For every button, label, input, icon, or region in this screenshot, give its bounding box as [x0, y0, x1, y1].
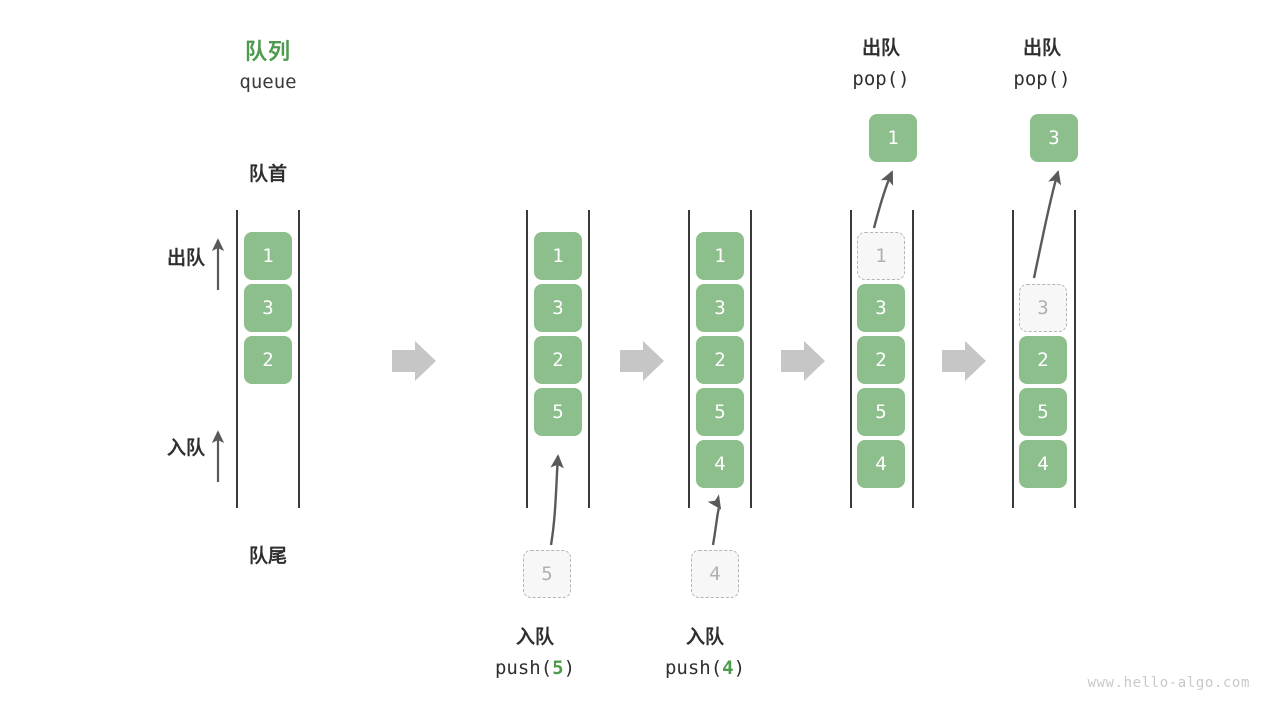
step-arrow-3 [781, 341, 825, 381]
queue-rear-label: 队尾 [248, 545, 287, 567]
popped-value-box: 3 [1030, 114, 1078, 162]
rail-right [750, 210, 752, 508]
step-arrow-1 [392, 341, 436, 381]
queue-cell: 1 [696, 232, 744, 280]
step-arrow-4 [942, 341, 986, 381]
queue-front-label: 队首 [248, 163, 287, 185]
queue-cell: 4 [857, 440, 905, 488]
rail-right [588, 210, 590, 508]
queue-cell-ghost: 1 [857, 232, 905, 280]
pop-label-cn: 出队 [861, 37, 900, 59]
queue-cell: 2 [696, 336, 744, 384]
rail-left [850, 210, 852, 508]
incoming-value-box: 4 [691, 550, 739, 598]
queue-cell: 1 [244, 232, 292, 280]
push-4-arrow [707, 494, 722, 546]
queue-title-en: queue [239, 71, 297, 93]
queue-cell: 2 [534, 336, 582, 384]
queue-cell: 2 [1019, 336, 1067, 384]
queue-cell: 3 [696, 284, 744, 332]
push-code-pre: push( [664, 657, 723, 679]
watermark: www.hello-algo.com [1087, 675, 1250, 691]
queue-cell: 3 [857, 284, 905, 332]
rail-left [236, 210, 238, 508]
pop-label-code: pop() [1013, 68, 1071, 90]
queue-cell: 4 [1019, 440, 1067, 488]
pop-3-arrow [1032, 170, 1062, 279]
queue-title-cn: 队列 [244, 40, 291, 65]
queue-cell: 4 [696, 440, 744, 488]
rail-right [912, 210, 914, 508]
push-code-num: 4 [722, 657, 734, 679]
rail-left [688, 210, 690, 508]
rail-left [1012, 210, 1014, 508]
queue-cell: 2 [244, 336, 292, 384]
queue-cell: 5 [696, 388, 744, 436]
popped-value-box: 1 [869, 114, 917, 162]
queue-cell-ghost: 3 [1019, 284, 1067, 332]
push-code-post: ) [563, 657, 576, 679]
queue-cell: 5 [534, 388, 582, 436]
push-code-pre: push( [494, 657, 553, 679]
queue-cell: 3 [244, 284, 292, 332]
pop-1-arrow [872, 170, 894, 229]
push-caption-code: push(4) [625, 657, 785, 679]
rail-right [1074, 210, 1076, 508]
incoming-value-box: 5 [523, 550, 571, 598]
step-arrow-2 [620, 341, 664, 381]
push-code-post: ) [733, 657, 746, 679]
queue-cell: 5 [857, 388, 905, 436]
queue-cell: 1 [534, 232, 582, 280]
push-caption-cn: 入队 [685, 626, 724, 648]
dequeue-side-label: 出队 [166, 247, 205, 269]
push-5-arrow [549, 454, 564, 546]
queue-cell: 2 [857, 336, 905, 384]
enqueue-side-label: 入队 [166, 437, 205, 459]
rail-left [526, 210, 528, 508]
push-caption-cn: 入队 [515, 626, 554, 648]
pop-label-code: pop() [852, 68, 910, 90]
push-caption-code: push(5) [455, 657, 615, 679]
pop-label-cn: 出队 [1022, 37, 1061, 59]
queue-cell: 3 [534, 284, 582, 332]
rail-right [298, 210, 300, 508]
queue-cell: 5 [1019, 388, 1067, 436]
push-code-num: 5 [552, 657, 564, 679]
